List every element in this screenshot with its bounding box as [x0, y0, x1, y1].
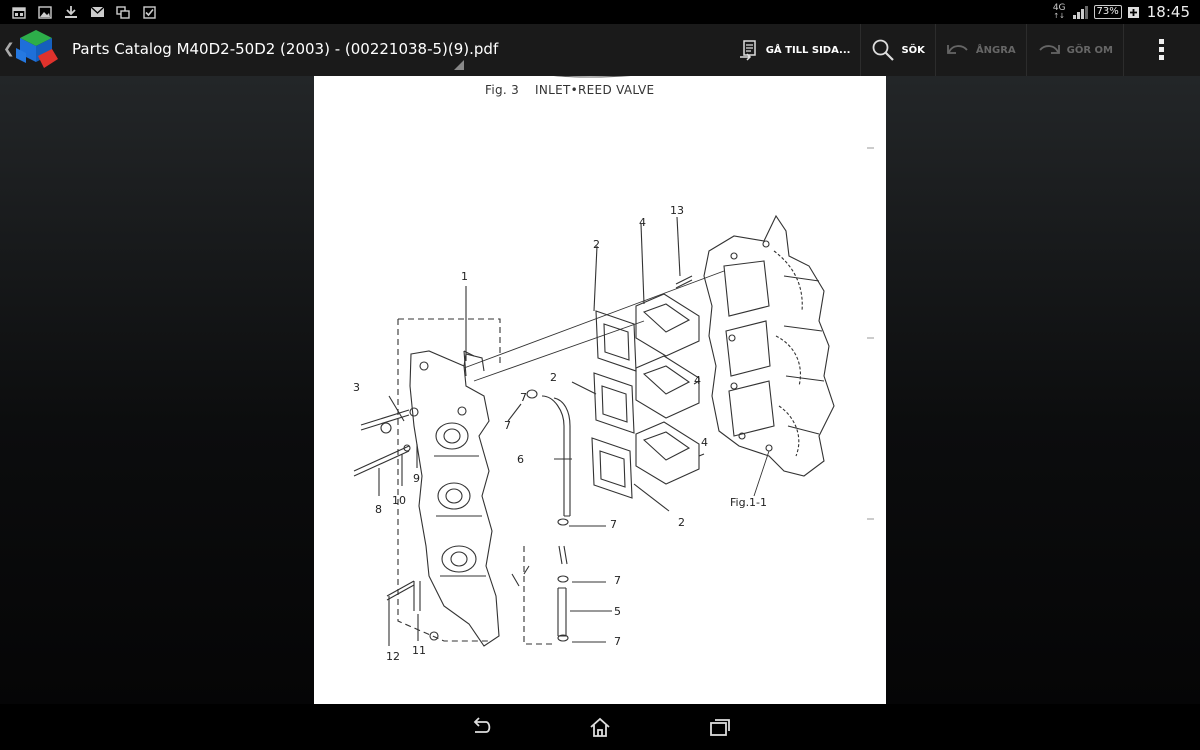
charging-icon: [1127, 6, 1139, 18]
network-type: 4G: [1052, 3, 1066, 13]
pdf-page[interactable]: Fig. 3 INLET•REED VALVE: [314, 76, 886, 704]
mail-icon: [90, 5, 104, 19]
recents-icon[interactable]: [708, 716, 732, 738]
image-icon: [38, 5, 52, 19]
callout-7-b: 7: [610, 518, 617, 531]
document-viewport[interactable]: Fig. 3 INLET•REED VALVE: [0, 76, 1200, 704]
screens-icon: [116, 5, 130, 19]
undo-button[interactable]: ÅNGRA: [934, 24, 1026, 76]
redo-label: GÖR OM: [1066, 44, 1113, 56]
callout-2-top: 2: [593, 238, 600, 251]
calendar-icon: [12, 5, 26, 19]
checkbox-icon: [142, 5, 156, 19]
search-button[interactable]: SÖK: [860, 24, 934, 76]
figure-title: INLET•REED VALVE: [535, 83, 655, 97]
callout-12: 12: [386, 650, 400, 663]
notification-icons: [0, 5, 156, 19]
goto-page-icon: [739, 40, 756, 61]
action-buttons: GÅ TILL SIDA... SÖK ÅNGRA GÖR OM: [728, 24, 1200, 76]
goto-page-label: GÅ TILL SIDA...: [765, 44, 851, 56]
callout-4-middle: 4: [694, 374, 701, 387]
search-icon: [873, 39, 895, 61]
callout-3: 3: [353, 381, 360, 394]
callout-7-c: 7: [614, 574, 621, 587]
navigation-bar: [0, 704, 1200, 750]
callout-2-bottom: 2: [678, 516, 685, 529]
callout-13: 13: [670, 204, 684, 217]
goto-page-button[interactable]: GÅ TILL SIDA...: [728, 24, 861, 76]
undo-label: ÅNGRA: [975, 44, 1016, 56]
figure-heading: Fig. 3 INLET•REED VALVE: [485, 83, 654, 97]
redo-button[interactable]: GÖR OM: [1025, 24, 1123, 76]
callout-9: 9: [413, 472, 420, 485]
overflow-menu-button[interactable]: [1123, 24, 1200, 76]
signal-icon: [1072, 6, 1088, 19]
document-title: Parts Catalog M40D2-50D2 (2003) - (00221…: [72, 40, 499, 58]
callout-7-d: 7: [614, 635, 621, 648]
battery-level: 73%: [1096, 6, 1119, 17]
action-bar: ❮ Parts Catalog M40D2-50D2 (2003) - (002…: [0, 24, 1200, 76]
overflow-menu-icon: [1159, 39, 1164, 60]
status-bar: 4G ↑↓ 73% 18:45: [0, 0, 1200, 24]
exploded-parts-diagram: 1 2 2 2 3 4 4 4 5 6 7 7 7 7 7 8 9 10 11 …: [353, 76, 874, 663]
callout-7-e: 7: [520, 391, 527, 404]
app-logo-icon[interactable]: [12, 26, 60, 74]
callout-4-top: 4: [639, 216, 646, 229]
callout-8: 8: [375, 503, 382, 516]
callout-5: 5: [614, 605, 621, 618]
figure-number: Fig. 3: [485, 83, 520, 97]
network-indicator: 4G ↑↓: [1052, 3, 1066, 20]
up-chevron-icon[interactable]: ❮: [3, 41, 15, 57]
callout-11: 11: [412, 644, 426, 657]
download-icon: [64, 5, 78, 19]
callout-1: 1: [461, 270, 468, 283]
home-icon[interactable]: [588, 716, 612, 738]
callout-10: 10: [392, 494, 406, 507]
back-icon[interactable]: [470, 716, 494, 738]
redo-icon: [1038, 45, 1060, 54]
clock: 18:45: [1146, 3, 1190, 21]
callout-4-bottom: 4: [701, 436, 708, 449]
callout-2-middle: 2: [550, 371, 557, 384]
undo-icon: [946, 45, 968, 54]
battery-icon: 73%: [1093, 5, 1122, 19]
callout-6: 6: [517, 453, 524, 466]
callout-7-a: 7: [504, 419, 511, 432]
reference-fig-1-1: Fig.1-1: [730, 496, 767, 509]
search-label: SÖK: [901, 44, 925, 56]
title-dropdown-indicator[interactable]: [454, 60, 464, 70]
